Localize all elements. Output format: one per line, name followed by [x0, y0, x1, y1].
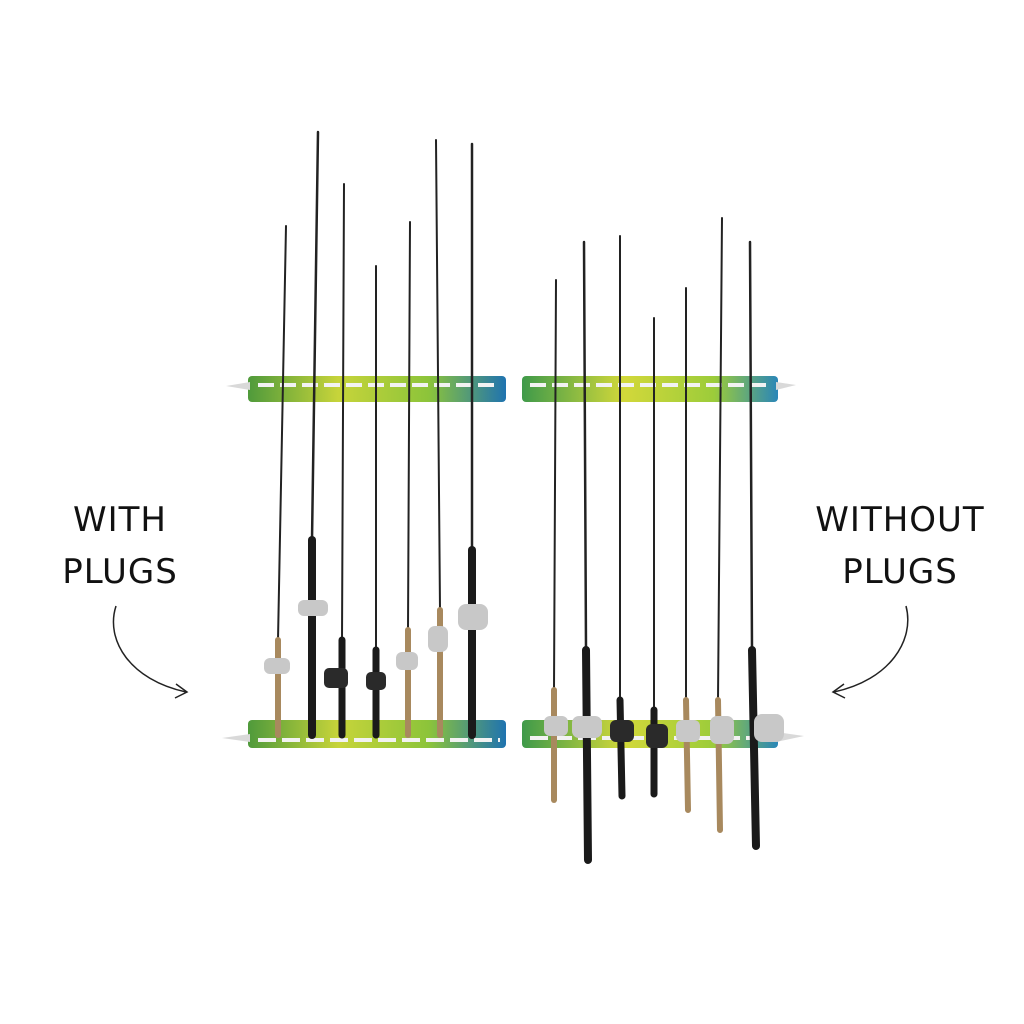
label-with-line2: PLUGS: [62, 552, 178, 592]
label-without-plugs: WITHOUT PLUGS: [800, 494, 1000, 598]
label-without-line1: WITHOUT: [815, 500, 985, 540]
rods-with-plugs: [264, 130, 488, 739]
label-with-plugs: WITH PLUGS: [40, 494, 200, 598]
rack-bottom-left: [222, 720, 506, 748]
label-with-line1: WITH: [73, 500, 167, 540]
arrowhead-left: [174, 683, 189, 699]
curved-arrow-icon: [112, 605, 187, 693]
rods-without-plugs: [544, 217, 784, 864]
rack-top-left: [226, 376, 506, 402]
rack-top-right: [522, 376, 796, 402]
label-without-line2: PLUGS: [842, 552, 958, 592]
arrowhead-right: [831, 683, 846, 699]
curved-arrow-icon: [833, 605, 909, 693]
